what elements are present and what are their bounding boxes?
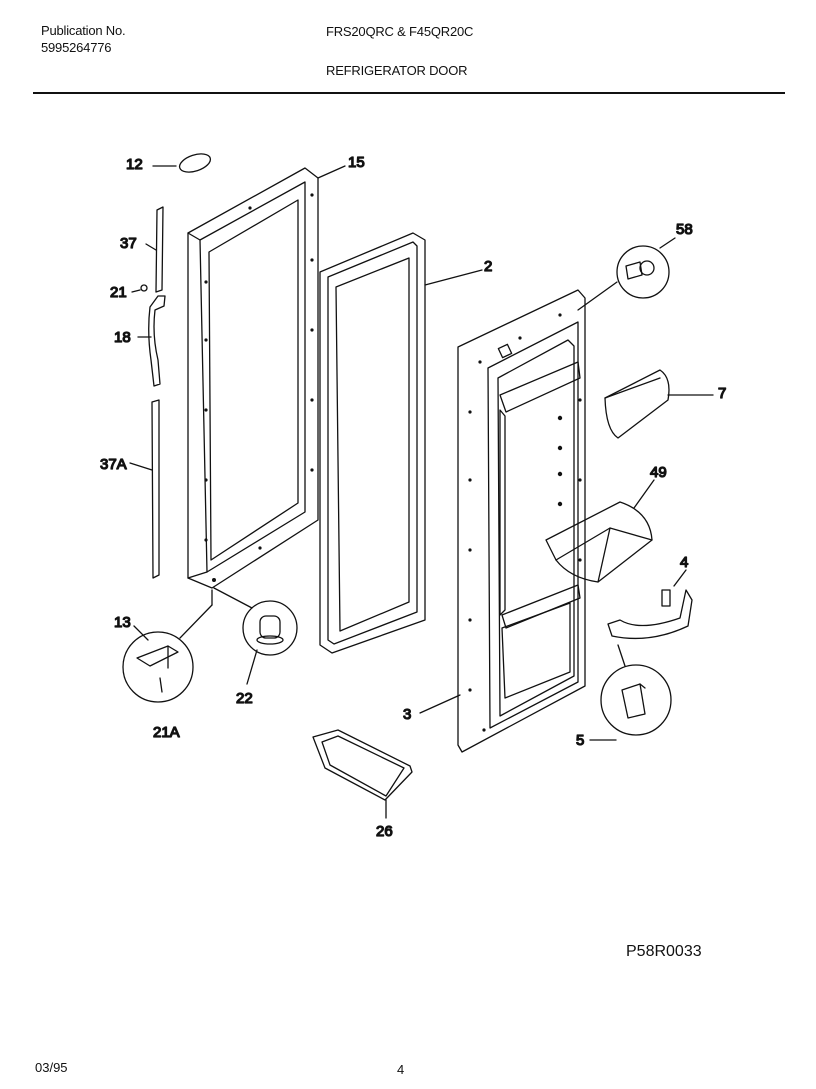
model-number: FRS20QRC & F45QR20C bbox=[326, 24, 474, 39]
callout-7: 7 bbox=[718, 385, 726, 402]
part-7-dairy-door bbox=[604, 369, 714, 439]
part-2-door-gasket bbox=[319, 232, 483, 654]
callout-13: 13 bbox=[114, 614, 131, 631]
section-title: REFRIGERATOR DOOR bbox=[326, 63, 468, 78]
publication-number: 5995264776 bbox=[41, 40, 112, 55]
part-37-handle-trim-top bbox=[145, 206, 164, 293]
callout-21a: 21A bbox=[153, 724, 180, 741]
publication-label: Publication No. bbox=[41, 23, 126, 38]
drawing-code: P58R0033 bbox=[626, 943, 702, 960]
callout-26: 26 bbox=[376, 823, 393, 840]
part-18-handle bbox=[137, 295, 166, 387]
part-3-door-liner bbox=[419, 289, 586, 753]
part-13-hinge-detail bbox=[122, 589, 213, 703]
callout-15: 15 bbox=[348, 154, 365, 171]
callout-4: 4 bbox=[680, 554, 688, 571]
part-37a-handle-trim-bottom bbox=[129, 399, 160, 579]
callout-21: 21 bbox=[110, 284, 127, 301]
callout-18: 18 bbox=[114, 329, 131, 346]
callout-58: 58 bbox=[676, 221, 693, 238]
header-rule bbox=[33, 92, 785, 94]
part-22-door-stop-detail bbox=[213, 587, 298, 685]
callout-37a: 37A bbox=[100, 456, 127, 473]
callout-37: 37 bbox=[120, 235, 137, 252]
callout-22: 22 bbox=[236, 690, 253, 707]
part-15-door-frame bbox=[187, 165, 346, 589]
callout-12: 12 bbox=[126, 156, 143, 173]
callout-3: 3 bbox=[403, 706, 411, 723]
part-58-screw-detail bbox=[577, 237, 676, 311]
part-49-door-bin bbox=[545, 479, 655, 583]
callout-49: 49 bbox=[650, 464, 667, 481]
callout-5: 5 bbox=[576, 732, 584, 749]
callout-2: 2 bbox=[484, 258, 492, 275]
part-26-bottom-bin bbox=[312, 729, 413, 819]
part-4-bin-retainer bbox=[607, 569, 693, 640]
page-number: 4 bbox=[397, 1062, 405, 1077]
part-12-badge bbox=[152, 153, 212, 173]
part-5-clip-detail bbox=[589, 644, 672, 741]
part-21-screw bbox=[131, 284, 148, 293]
footer-date: 03/95 bbox=[35, 1060, 68, 1075]
